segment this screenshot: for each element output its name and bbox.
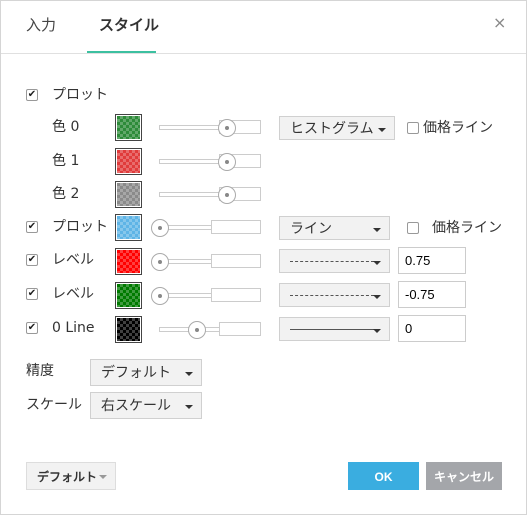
level2-label: レベル [52, 286, 94, 302]
slider-line [159, 159, 221, 164]
color1-opacity-slider[interactable] [159, 147, 261, 177]
color1-row: 色 1 [1, 147, 526, 177]
zero-line-checkbox[interactable]: ✔ [26, 322, 38, 334]
cancel-button[interactable]: キャンセル [426, 462, 502, 490]
color0-label: 色 0 [52, 119, 80, 135]
color0-opacity-slider[interactable] [159, 113, 261, 143]
plot1-price-line-label: 価格ライン [423, 120, 493, 136]
dialog-header: 入力 スタイル × [1, 1, 526, 54]
color2-swatch[interactable] [115, 181, 142, 208]
color2-label: 色 2 [52, 186, 80, 202]
slider-knob[interactable] [217, 119, 236, 137]
plot2-label: プロット [52, 219, 108, 235]
plot2-type-value: ライン [290, 221, 332, 237]
color0-row: 色 0 ヒストグラム 価格ライン [1, 113, 526, 143]
scale-row: スケール 右スケール [1, 391, 526, 421]
level2-row: ✔ レベル [1, 280, 526, 310]
plot2-opacity-slider[interactable] [151, 213, 261, 243]
slider-track [219, 322, 261, 336]
level1-line-style-select[interactable] [279, 249, 390, 273]
slider-track [211, 288, 261, 302]
chevron-down-icon [373, 228, 381, 232]
plot2-swatch-fill [117, 216, 140, 239]
plot2-checkbox[interactable]: ✔ [26, 221, 38, 233]
zero-line-label: 0 Line [52, 320, 95, 336]
chevron-down-icon [99, 475, 107, 479]
plot1-type-value: ヒストグラム [290, 121, 374, 137]
precision-select[interactable]: デフォルト [90, 359, 202, 386]
plot2-price-line-label: 価格ライン [432, 220, 502, 236]
color1-swatch[interactable] [115, 148, 142, 175]
slider-knob[interactable] [151, 253, 169, 271]
color0-swatch[interactable] [115, 114, 142, 141]
chevron-down-icon [373, 329, 381, 333]
plot1-price-line-checkbox[interactable] [407, 122, 419, 134]
slider-knob[interactable] [188, 321, 207, 339]
active-tab-underline [87, 51, 156, 53]
plot2-type-select[interactable]: ライン [279, 216, 390, 240]
defaults-button[interactable]: デフォルト [26, 462, 116, 490]
precision-value: デフォルト [101, 365, 171, 381]
plot1-label: プロット [52, 87, 108, 103]
plot1-checkbox[interactable]: ✔ [26, 89, 38, 101]
plot1-row: ✔ プロット [1, 81, 526, 111]
tab-input[interactable]: 入力 [26, 16, 57, 34]
level1-checkbox[interactable]: ✔ [26, 254, 38, 266]
color1-swatch-fill [117, 150, 140, 173]
defaults-button-label: デフォルト [37, 470, 98, 484]
color0-swatch-fill [117, 116, 140, 139]
plot2-price-line-checkbox[interactable] [407, 222, 419, 234]
chevron-down-icon [373, 261, 381, 265]
level1-value-input[interactable] [398, 247, 466, 274]
zero-line-swatch[interactable] [115, 316, 142, 343]
level2-swatch[interactable] [115, 282, 142, 309]
precision-label: 精度 [26, 363, 54, 379]
level1-opacity-slider[interactable] [151, 247, 261, 277]
color1-label: 色 1 [52, 153, 80, 169]
plot2-row: ✔ プロット ライン 価格ライン [1, 212, 526, 242]
tab-style[interactable]: スタイル [99, 16, 160, 34]
chevron-down-icon [378, 128, 386, 132]
chevron-down-icon [185, 405, 193, 409]
color2-row: 色 2 [1, 180, 526, 210]
plot1-type-select[interactable]: ヒストグラム [279, 116, 395, 140]
ok-button[interactable]: OK [348, 462, 419, 490]
level2-swatch-fill [117, 284, 140, 307]
color2-swatch-fill [117, 183, 140, 206]
zero-line-opacity-slider[interactable] [159, 315, 261, 345]
scale-value: 右スケール [101, 398, 171, 414]
chevron-down-icon [373, 295, 381, 299]
solid-line-icon [290, 329, 374, 330]
level2-line-style-select[interactable] [279, 283, 390, 307]
zero-line-row: ✔ 0 Line [1, 314, 526, 344]
slider-knob[interactable] [217, 186, 236, 204]
dashed-line-icon [290, 261, 374, 262]
zero-line-swatch-fill [117, 318, 140, 341]
scale-label: スケール [26, 397, 82, 413]
slider-track [211, 220, 261, 234]
level2-checkbox[interactable]: ✔ [26, 288, 38, 300]
plot2-swatch[interactable] [115, 214, 142, 241]
color2-opacity-slider[interactable] [159, 180, 261, 210]
slider-line [159, 125, 221, 130]
level1-swatch[interactable] [115, 248, 142, 275]
precision-row: 精度 デフォルト [1, 358, 526, 388]
slider-line [159, 192, 221, 197]
close-icon[interactable]: × [493, 13, 507, 32]
zero-line-style-select[interactable] [279, 317, 390, 341]
slider-knob[interactable] [151, 287, 169, 305]
level1-label: レベル [52, 252, 94, 268]
dashed-line-icon [290, 295, 374, 296]
slider-knob[interactable] [217, 153, 236, 171]
slider-knob[interactable] [151, 219, 169, 237]
level1-row: ✔ レベル [1, 246, 526, 276]
level2-opacity-slider[interactable] [151, 281, 261, 311]
chevron-down-icon [185, 372, 193, 376]
level2-value-input[interactable] [398, 281, 466, 308]
scale-select[interactable]: 右スケール [90, 392, 202, 419]
level1-swatch-fill [117, 250, 140, 273]
slider-track [211, 254, 261, 268]
zero-line-value-input[interactable] [398, 315, 466, 342]
